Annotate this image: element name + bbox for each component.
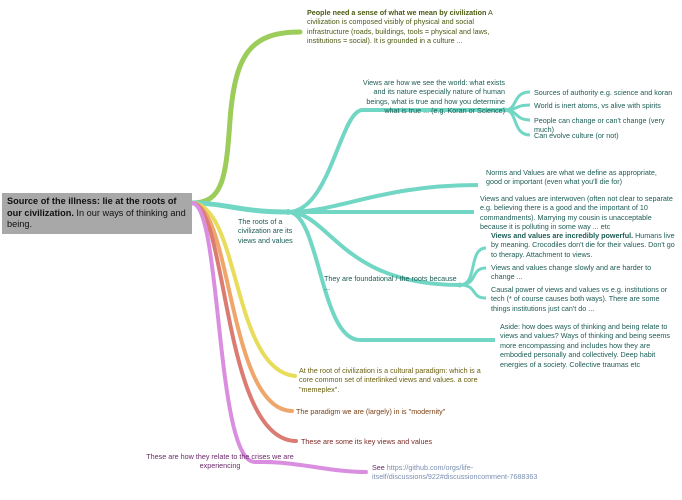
culture-text: A civilization is composed visibly of ph… — [307, 8, 493, 46]
key-views-node[interactable]: These are some its key views and values — [301, 437, 433, 446]
edge-norms — [287, 183, 479, 214]
edge-key-views — [190, 201, 298, 443]
culture-node[interactable]: People need a sense of what we mean by c… — [307, 8, 507, 46]
modernity-node[interactable]: The paradigm we are (largely) in is "mod… — [296, 407, 446, 416]
edge-aside — [287, 210, 495, 342]
views-how-node[interactable]: Views are how we see the world: what exi… — [362, 78, 505, 116]
foundational-node[interactable]: They are foundational / the roots becaus… — [324, 274, 457, 293]
evolve-node[interactable]: Can evolve culture (or not) — [534, 131, 619, 140]
edge-crises — [190, 201, 274, 464]
edge-causal — [459, 283, 487, 300]
edge-see — [260, 460, 368, 474]
edge-evolve — [504, 108, 531, 137]
people-change-node[interactable]: People can change or can't change (very … — [534, 116, 665, 135]
slowly-node[interactable]: Views and values change slowly and are h… — [491, 263, 652, 282]
aside-node[interactable]: Aside: how does ways of thinking and bei… — [500, 322, 670, 369]
views-junction — [502, 107, 508, 113]
root-title: Source of the illness: lie at the roots … — [7, 196, 177, 218]
inert-node[interactable]: World is inert atoms, vs alive with spir… — [534, 101, 661, 110]
sources-node[interactable]: Sources of authority e.g. science and ko… — [534, 88, 673, 97]
paradigm-node[interactable]: At the root of civilization is a cultura… — [299, 366, 481, 394]
root-subtitle: In our ways of thinking and being. — [7, 207, 186, 230]
powerful-text: Humans live by meaning. Crocodiles don't… — [491, 231, 675, 259]
edge-culture — [189, 29, 303, 206]
edge-foundational — [287, 210, 461, 287]
powerful-heading: Views and values are incredibly powerful… — [491, 231, 634, 240]
interwoven-node[interactable]: Views and values are interwoven (often n… — [480, 194, 673, 232]
see-node[interactable]: See https://github.com/orgs/life-itself/… — [372, 463, 562, 482]
powerful-node[interactable]: Views and values are incredibly powerful… — [491, 231, 676, 259]
culture-heading: People need a sense of what we mean by c… — [307, 8, 487, 17]
root-node[interactable]: Source of the illness: lie at the roots … — [2, 193, 192, 234]
see-prefix: See — [372, 463, 387, 472]
crises-node[interactable]: These are how they relate to the crises … — [146, 452, 294, 471]
foundational-junction — [457, 282, 463, 288]
edge-paradigm — [190, 201, 297, 378]
edge-roots — [189, 200, 291, 215]
discussion-link[interactable]: https://github.com/orgs/life-itself/disc… — [372, 463, 538, 482]
norms-node[interactable]: Norms and Values are what we define as a… — [486, 168, 657, 187]
causal-node[interactable]: Causal power of views and values vs e.g.… — [491, 285, 668, 313]
edge-views-how — [287, 108, 505, 214]
roots-node[interactable]: The roots of a civilization are its view… — [238, 217, 293, 245]
